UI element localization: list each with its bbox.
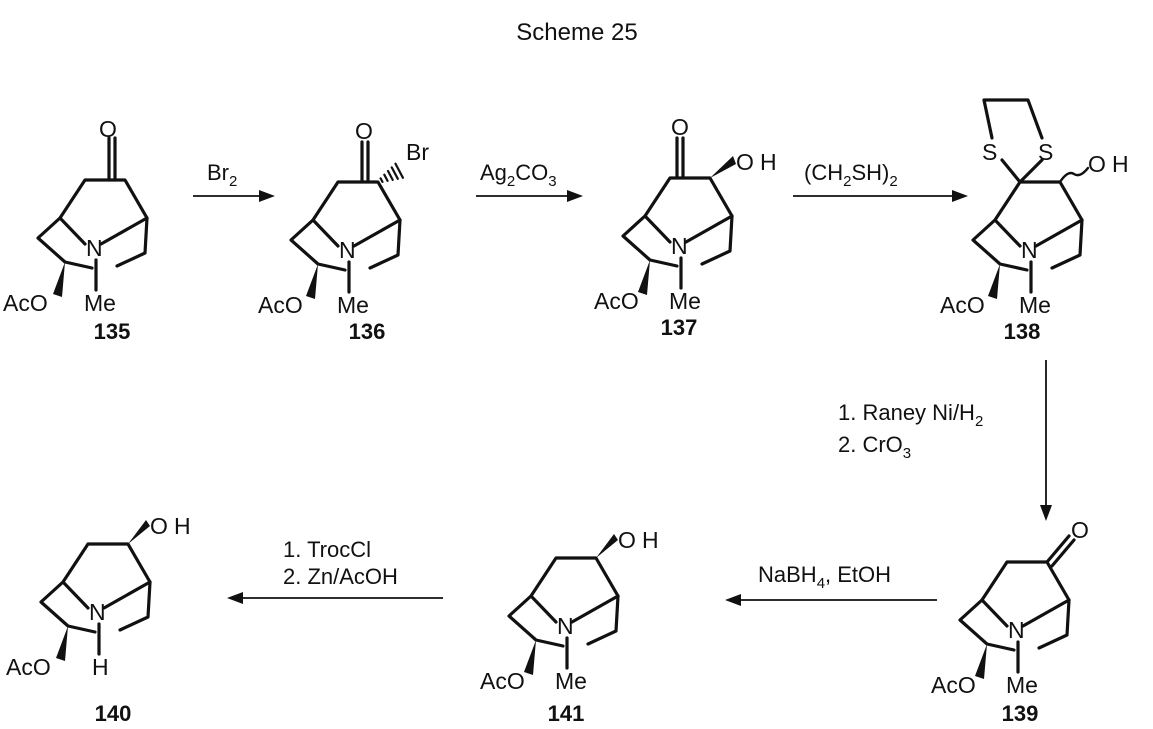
hydroxyl-group: O <box>736 149 754 175</box>
compound-label-139: 139 <box>1002 701 1039 726</box>
acetoxy-group: AcO <box>940 292 985 318</box>
arrow-135-to-136: Br2 <box>193 160 275 202</box>
compound-135: O N AcO Me <box>3 116 149 316</box>
arrow-136-to-137: Ag2CO3 <box>476 160 583 202</box>
acetoxy-group: AcO <box>258 292 303 318</box>
carbonyl-oxygen: O <box>1071 517 1089 543</box>
nitrogen-atom: N <box>86 235 103 261</box>
compound-label-135: 135 <box>94 319 131 344</box>
n-methyl-group: Me <box>1006 672 1038 698</box>
reagent-cro3: 2. CrO3 <box>838 432 911 462</box>
compound-137: O O H N AcO Me <box>594 114 777 314</box>
nitrogen-atom: N <box>557 613 574 639</box>
compound-label-138: 138 <box>1004 319 1041 344</box>
carbonyl-oxygen: O <box>355 118 373 144</box>
sulfur-atom-1: S <box>982 139 997 165</box>
n-methyl-group: Me <box>669 288 701 314</box>
n-hydrogen: H <box>92 654 109 680</box>
reagent-ethanedithiol: (CH2SH)2 <box>804 160 898 190</box>
n-methyl-group: Me <box>337 292 369 318</box>
nitrogen-atom: N <box>1021 237 1038 263</box>
carbonyl-oxygen: O <box>671 114 689 140</box>
hydroxyl-group: O <box>618 527 636 553</box>
acetoxy-group: AcO <box>480 668 525 694</box>
compound-label-136: 136 <box>349 319 386 344</box>
reagent-raney-ni: 1. Raney Ni/H2 <box>838 400 983 430</box>
nitrogen-atom: N <box>1008 617 1025 643</box>
n-methyl-group: Me <box>555 668 587 694</box>
n-methyl-group: Me <box>1019 292 1051 318</box>
svg-text:H: H <box>1112 151 1129 177</box>
arrow-138-to-139: 1. Raney Ni/H2 2. CrO3 <box>838 360 1052 521</box>
reagent-br2: Br2 <box>207 160 237 190</box>
svg-text:H: H <box>760 149 777 175</box>
reagent-nabh4: NaBH4, EtOH <box>758 562 891 592</box>
compound-label-140: 140 <box>95 701 132 726</box>
hydroxyl-group: O <box>1088 151 1106 177</box>
svg-text:H: H <box>642 527 659 553</box>
n-methyl-group: Me <box>84 290 116 316</box>
arrow-137-to-138: (CH2SH)2 <box>793 160 968 202</box>
compound-139: O N AcO Me <box>931 517 1089 698</box>
acetoxy-group: AcO <box>3 290 48 316</box>
nitrogen-atom: N <box>671 233 688 259</box>
compound-label-141: 141 <box>548 701 585 726</box>
compound-140: O H N AcO H <box>6 513 191 680</box>
acetoxy-group: AcO <box>6 654 51 680</box>
reagent-zn-acoh: 2. Zn/AcOH <box>283 564 398 589</box>
hydroxyl-group: O <box>150 513 168 539</box>
compound-141: O H N AcO Me <box>480 527 659 694</box>
reagent-troccl: 1. TrocCl <box>283 537 371 562</box>
bromine-atom: Br <box>406 139 429 165</box>
nitrogen-atom: N <box>89 599 106 625</box>
svg-text:H: H <box>174 513 191 539</box>
compound-138: S S O H N AcO Me <box>940 98 1129 318</box>
arrow-141-to-140: 1. TrocCl 2. Zn/AcOH <box>227 537 443 604</box>
arrow-139-to-141: NaBH4, EtOH <box>725 562 937 606</box>
reagent-ag2co3: Ag2CO3 <box>480 160 557 190</box>
acetoxy-group: AcO <box>931 672 976 698</box>
compound-136: O Br N AcO Me <box>258 118 429 318</box>
acetoxy-group: AcO <box>594 288 639 314</box>
sulfur-atom-2: S <box>1038 139 1053 165</box>
scheme-title: Scheme 25 <box>516 19 637 46</box>
compound-label-137: 137 <box>661 315 698 340</box>
nitrogen-atom: N <box>339 237 356 263</box>
carbonyl-oxygen: O <box>99 116 117 142</box>
